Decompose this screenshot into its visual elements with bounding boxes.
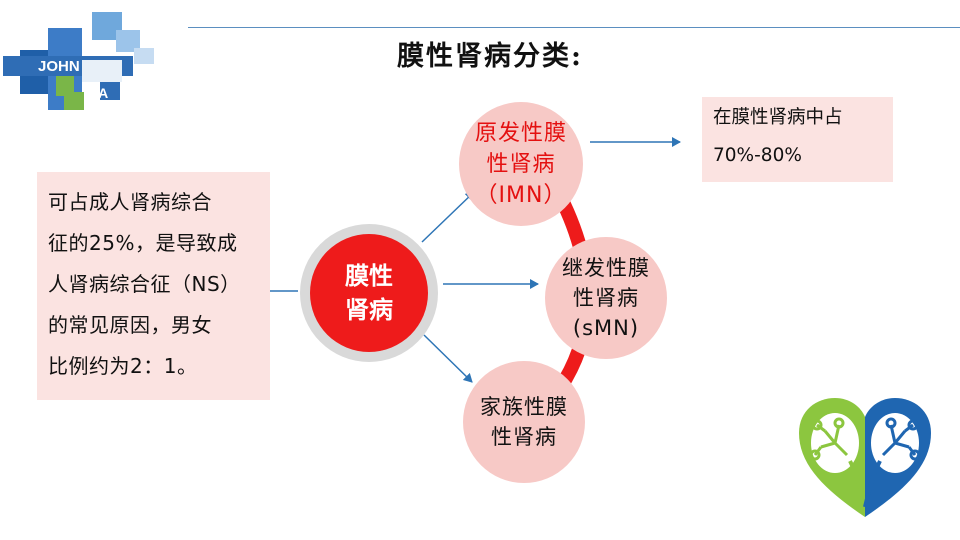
left-note-box: 可占成人肾病综合 征的25%，是导致成 人肾病综合征（NS） 的常见原因，男女 … (37, 172, 270, 400)
primary-node: 原发性膜 性肾病 （IMN） (459, 102, 583, 226)
secondary-node: 继发性膜 性肾病 (sMN) (545, 237, 667, 359)
secondary-node-label: 继发性膜 性肾病 (sMN) (562, 256, 650, 340)
logo-text-john: JOHN (38, 58, 80, 75)
familial-node: 家族性膜 性肾病 (463, 361, 585, 483)
page-title: 膜性肾病分类: (397, 41, 583, 72)
kidney-heart-emblem (795, 395, 935, 520)
familial-node-label: 家族性膜 性肾病 (480, 395, 568, 449)
primary-node-label: 原发性膜 性肾病 （IMN） (474, 120, 567, 208)
header-rule (188, 27, 960, 28)
center-node: 膜性 肾病 (310, 234, 428, 352)
left-note-line: 可占成人肾病综合 (48, 190, 212, 214)
arrow-to-primary (421, 191, 475, 243)
arrow-to-familial (423, 334, 473, 383)
center-node-label: 膜性 肾病 (345, 262, 393, 324)
logo: JOHN HA (0, 0, 170, 115)
left-note-line: 人肾病综合征（NS） (48, 272, 241, 296)
left-note-line: 的常见原因，男女 (48, 313, 212, 337)
right-note-line: 70%-80% (713, 145, 802, 166)
left-note-line: 征的25%，是导致成 (48, 231, 238, 255)
left-note-line: 比例约为2：1。 (48, 354, 198, 378)
logo-text-ha: HA (88, 85, 108, 101)
right-note-box: 在膜性肾病中占 70%-80% (702, 97, 893, 182)
right-note-line: 在膜性肾病中占 (713, 107, 843, 128)
